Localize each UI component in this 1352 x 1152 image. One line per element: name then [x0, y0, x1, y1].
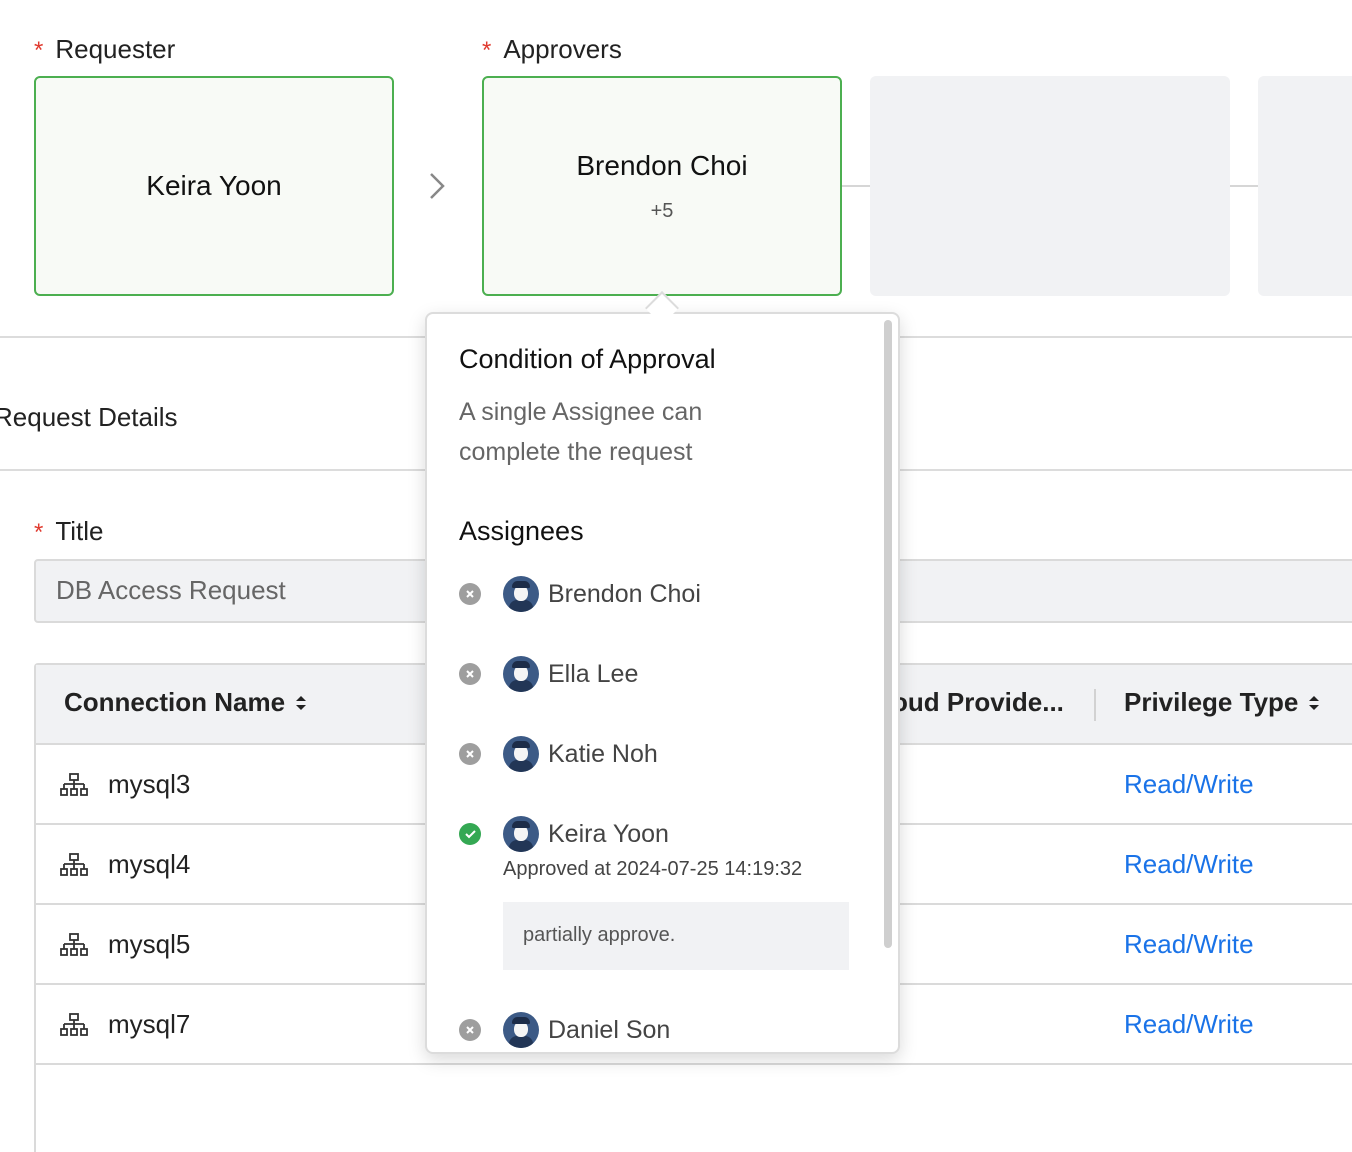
column-header-label: Connection Name	[64, 687, 286, 717]
assignee-name: Keira Yoon	[548, 819, 669, 848]
approvers-label-text: Approvers	[503, 34, 622, 64]
status-pending-icon	[459, 743, 481, 765]
assignee-name: Ella Lee	[548, 659, 639, 688]
assignee-name: Brendon Choi	[548, 579, 701, 608]
chevron-right-icon	[430, 173, 445, 199]
avatar	[503, 816, 539, 852]
privilege-link[interactable]: Read/Write	[1124, 769, 1254, 799]
privilege-link[interactable]: Read/Write	[1124, 849, 1254, 879]
approver-node-placeholder	[1258, 76, 1352, 296]
column-resizer[interactable]	[1094, 689, 1096, 721]
status-approved-icon	[459, 823, 481, 845]
sort-icon	[296, 695, 307, 710]
assignee-item: Brendon Choi	[459, 574, 701, 614]
column-header-label: oud Provide...	[892, 687, 1064, 717]
condition-title: Condition of Approval	[459, 344, 716, 374]
approval-popover: Condition of Approval A single Assignee …	[425, 312, 900, 1054]
connector-line	[842, 185, 870, 187]
requester-label-text: Requester	[55, 34, 176, 64]
approver-name: Brendon Choi	[576, 149, 748, 181]
section-title: Request Details	[0, 402, 178, 432]
column-header-privilege-type[interactable]: Privilege Type	[1124, 687, 1320, 718]
connection-name: mysql3	[108, 769, 191, 799]
status-pending-icon	[459, 663, 481, 685]
approved-timestamp: Approved at 2024-07-25 14:19:32	[503, 858, 803, 880]
title-label-text: Title	[55, 516, 104, 546]
connector-line	[1230, 185, 1258, 187]
requester-node[interactable]: Keira Yoon	[34, 76, 394, 296]
requester-name: Keira Yoon	[146, 170, 282, 201]
required-icon: *	[482, 37, 492, 64]
approvers-label: * Approvers	[482, 34, 622, 65]
connection-name: mysql5	[108, 929, 191, 959]
required-icon: *	[34, 37, 44, 64]
title-label: * Title	[34, 516, 104, 547]
avatar	[503, 656, 539, 692]
status-pending-icon	[459, 583, 481, 605]
connection-tree-icon	[60, 933, 88, 956]
required-icon: *	[34, 519, 44, 546]
approver-node-placeholder	[870, 76, 1230, 296]
assignee-item: Ella Lee	[459, 654, 638, 694]
assignees-title: Assignees	[459, 516, 584, 546]
assignee-item: Keira Yoon	[459, 814, 669, 854]
column-header-cloud-provider[interactable]: oud Provide...	[892, 687, 1064, 718]
assignee-name: Katie Noh	[548, 739, 658, 768]
status-pending-icon	[459, 1019, 481, 1041]
privilege-link[interactable]: Read/Write	[1124, 1009, 1254, 1039]
column-header-connection-name[interactable]: Connection Name	[64, 687, 307, 718]
connection-tree-icon	[60, 1013, 88, 1036]
approver-node[interactable]: Brendon Choi +5	[482, 76, 842, 296]
assignee-item: Katie Noh	[459, 734, 658, 774]
avatar	[503, 1012, 539, 1048]
table-row[interactable]: mysql7 Read/Write	[36, 985, 1352, 1065]
connection-tree-icon	[60, 773, 88, 796]
column-header-label: Privilege Type	[1124, 687, 1299, 717]
requester-label: * Requester	[34, 34, 175, 65]
avatar	[503, 736, 539, 772]
condition-text: A single Assignee can complete the reque…	[459, 398, 703, 466]
connection-name: mysql7	[108, 1009, 191, 1039]
approver-count-badge: +5	[650, 199, 674, 222]
assignee-name: Daniel Son	[548, 1015, 671, 1044]
scrollbar[interactable]	[884, 320, 892, 948]
sort-icon	[1309, 695, 1320, 710]
connection-tree-icon	[60, 853, 88, 876]
connection-name: mysql4	[108, 849, 191, 879]
approval-comment: partially approve.	[503, 902, 849, 970]
avatar	[503, 576, 539, 612]
assignee-item: Daniel Son	[459, 1010, 670, 1050]
privilege-link[interactable]: Read/Write	[1124, 929, 1254, 959]
